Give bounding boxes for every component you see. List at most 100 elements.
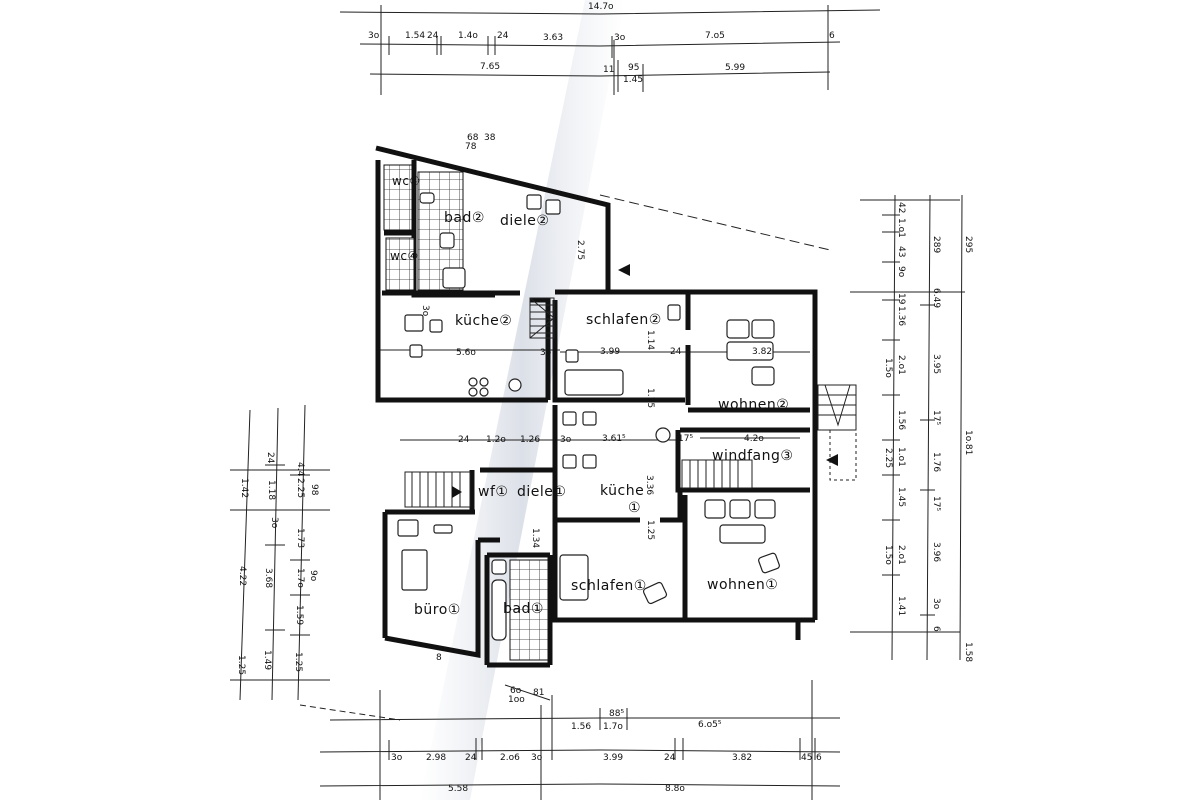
dim-label: 3o: [560, 435, 572, 445]
dim-label: 1.45: [623, 75, 643, 85]
dim-label: 17⁵: [931, 410, 941, 425]
room-label-wohnen1: wohnen①: [707, 577, 778, 593]
dim-label: 24: [670, 347, 682, 357]
dim-label: 1.58: [963, 642, 973, 662]
room-label-buero1: büro①: [414, 602, 461, 618]
dim-label: 88⁵: [609, 709, 624, 719]
room-label-diele1: diele①: [517, 484, 566, 500]
dim-label: 1.41: [896, 596, 906, 616]
dim-label: 17⁵: [678, 434, 693, 444]
dim-label: 1.45: [896, 487, 906, 507]
dim-label: 1.54: [405, 31, 425, 41]
room-label-schlafen1: schlafen①: [571, 578, 647, 594]
dim-label: 1.56: [571, 722, 591, 732]
dim-label: 6.49: [931, 288, 941, 308]
room-label-wc-lower: wc④: [390, 249, 419, 263]
dim-label: 7.o5: [705, 31, 725, 41]
dim-label: 78: [465, 142, 477, 152]
dim-label: 1.73: [295, 528, 305, 548]
dim-label: 6o: [510, 686, 522, 696]
dim-label: 7.65: [480, 62, 500, 72]
dim-label: 3.61⁵: [602, 434, 626, 444]
dim-label: 24: [465, 753, 477, 763]
dim-label: 3o: [531, 753, 543, 763]
dim-label: 3.82: [752, 347, 772, 357]
dim-label: 2.o1: [896, 355, 906, 375]
room-label-windfang3: windfang③: [712, 448, 793, 464]
dim-label: 3o: [614, 33, 626, 43]
dim-label: 1.o1: [896, 447, 906, 467]
dim-label: 1o.81: [963, 430, 973, 455]
dim-label: 98: [309, 484, 319, 496]
staircase: [404, 297, 857, 508]
dim-label: 1.2o: [486, 435, 506, 445]
dimension-text-interior: 5.6o 3o 3o 3.99 24 3.82 2.75 1.14 1.75 4…: [420, 240, 772, 663]
dim-label: 1.4o: [458, 31, 478, 41]
dim-label: 24: [427, 31, 439, 41]
entrance-arrow-icon: [452, 486, 462, 498]
dim-label: 1oo: [508, 695, 525, 705]
dim-label: 1.42: [239, 478, 249, 498]
room-label-wc-upper: wc④: [392, 174, 421, 188]
dim-label: 5.6o: [456, 348, 476, 358]
dim-label: 2.o6: [500, 753, 520, 763]
dim-label: 6: [931, 626, 941, 632]
dim-label: 3o: [269, 517, 279, 529]
dim-label: 4.2o: [744, 434, 764, 444]
dim-label: 1.56: [896, 410, 906, 430]
dim-label: 3.63: [543, 33, 563, 43]
dim-label: 3o: [540, 348, 552, 358]
walls: [375, 145, 818, 668]
dim-label: 3o: [368, 31, 380, 41]
dim-label: 5.99: [725, 63, 745, 73]
dim-label: 3o: [931, 598, 941, 610]
dim-label: 6: [829, 31, 835, 41]
dim-label: 1.o1: [896, 218, 906, 238]
dim-label: 38: [484, 133, 496, 143]
dim-label: 295: [963, 236, 973, 253]
room-label-diele2: diele②: [500, 213, 549, 229]
dim-label: 1.25: [293, 652, 303, 672]
dim-label: 1.14: [645, 330, 655, 350]
dim-label: 1.76: [931, 452, 941, 472]
dim-label: 3o: [420, 305, 430, 317]
room-label-schlafen2: schlafen②: [586, 312, 662, 328]
dim-label: 43: [896, 246, 906, 257]
entrance-arrow-icon: [618, 264, 630, 276]
dim-label: 14.7o: [588, 2, 614, 12]
room-label-kueche1-number: ①: [628, 500, 641, 516]
entrance-arrow-icon: [826, 454, 838, 466]
dim-label: 2.75: [575, 240, 585, 260]
dim-label: 1.36: [896, 306, 906, 326]
dim-label: 68: [467, 133, 479, 143]
room-label-bad1: bad①: [503, 601, 544, 617]
tiles-bad1: [509, 559, 549, 661]
dim-label: 1.34: [530, 528, 540, 548]
dim-label: 3.99: [600, 347, 620, 357]
dim-label: 1.75: [645, 388, 655, 408]
dim-label: 2.98: [426, 753, 446, 763]
dim-label: 3.96: [931, 542, 941, 562]
dim-label: 9o: [896, 266, 906, 278]
dim-label: 2.25: [883, 448, 893, 468]
dim-label: 42: [896, 202, 906, 213]
room-label-kueche2: küche②: [455, 313, 512, 329]
room-labels: wc④ wc④ bad② diele② küche② schlafen② woh…: [390, 174, 793, 618]
dim-label: 3o: [391, 753, 403, 763]
dim-label: 24: [664, 753, 676, 763]
dim-label: 3.82: [732, 753, 752, 763]
dimension-text-top: 14.7o 3o 1.54 24 1.4o 24 3.63 3o 7.o5 6 …: [368, 2, 835, 152]
dim-label: 6.o5⁵: [698, 720, 722, 730]
dim-label: 45: [801, 753, 812, 763]
room-label-kueche1: küche: [600, 483, 644, 499]
dimension-text-bottom: 6o 1oo 81 1.56 88⁵ 1.7o 6.o5⁵ 3o 2.98 24…: [391, 686, 822, 794]
dim-label: 4.22: [237, 566, 247, 586]
dim-label: 1.7o: [603, 722, 623, 732]
dim-label: 6: [816, 753, 822, 763]
dim-label: 81: [533, 688, 544, 698]
dim-label: 95: [628, 63, 639, 73]
dimension-text-right: 42 1.o1 43 9o 19 1.36 2.o1 1.5o 1.56 1.o…: [883, 202, 973, 662]
dim-label: 1.25: [236, 655, 246, 675]
dim-label: 24: [497, 31, 509, 41]
